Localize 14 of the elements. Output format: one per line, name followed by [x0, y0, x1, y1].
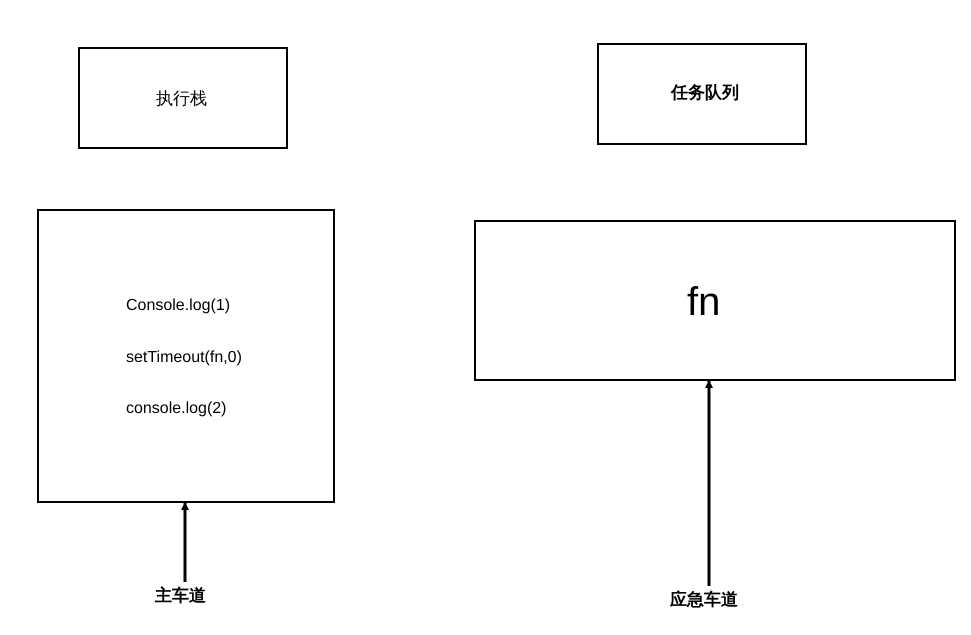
- box-label: fn: [687, 280, 720, 325]
- code-box: [37, 209, 335, 503]
- box-label: 任务队列: [671, 82, 739, 104]
- process-box: [78, 47, 288, 149]
- queue-box: [474, 220, 956, 381]
- arrow: [705, 380, 713, 586]
- box-label: 执行栈: [156, 88, 207, 110]
- process-box: [597, 43, 807, 145]
- code-line: console.log(2): [126, 400, 226, 418]
- code-line: setTimeout(fn,0): [126, 349, 242, 367]
- lane-label: 主车道: [155, 585, 206, 607]
- lane-label: 应急车道: [670, 589, 738, 611]
- code-line: Console.log(1): [126, 297, 230, 315]
- arrow: [181, 502, 189, 582]
